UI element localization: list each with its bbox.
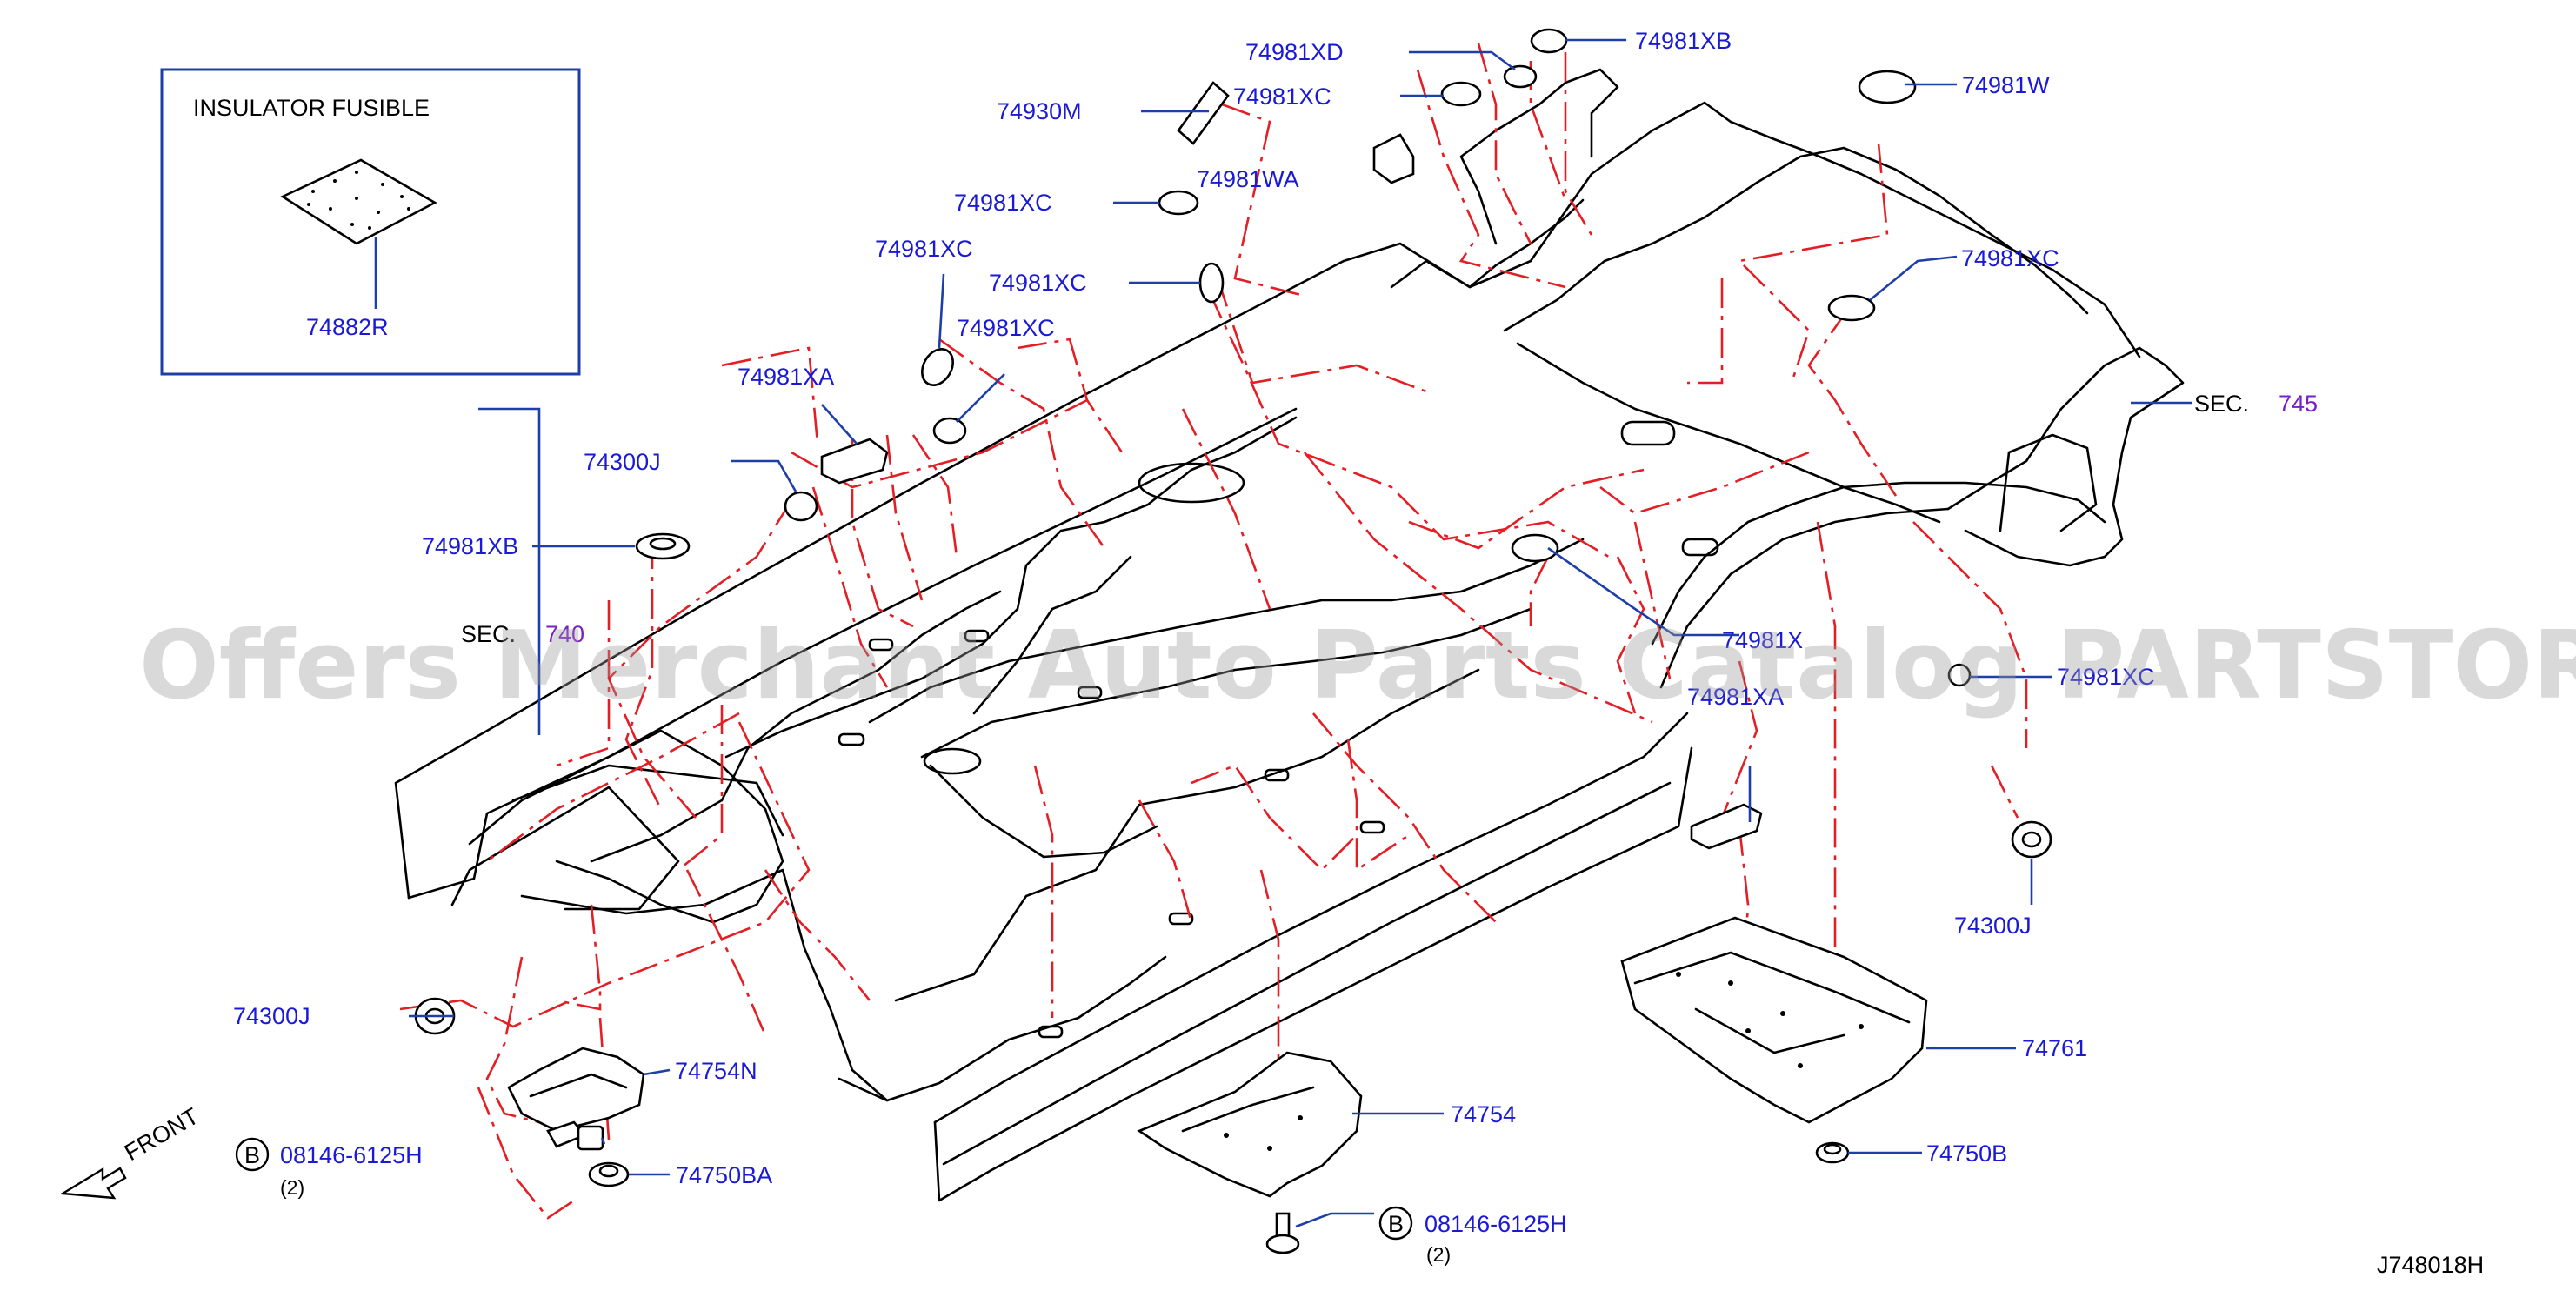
- label-74981XD: 74981XD: [1245, 39, 1344, 65]
- plug-74981XC-b: [1158, 190, 1199, 216]
- diagram-id: J748018H: [2377, 1252, 2484, 1278]
- bolt-bottom-icon: [1265, 1212, 1300, 1254]
- inset-title: INSULATOR FUSIBLE: [193, 95, 430, 121]
- insulator-texture: [307, 171, 410, 230]
- label-74981XC-a: 74981XC: [1233, 84, 1331, 110]
- nut-74750BA-icon: [588, 1161, 630, 1187]
- floor-panel-outline: [394, 68, 2185, 1202]
- bolt-bottom-b-badge: [1378, 1206, 1413, 1241]
- plug-74981XC-right: [1827, 294, 1876, 322]
- label-front: FRONT: [120, 1103, 204, 1166]
- label-74930M: 74930M: [997, 98, 1082, 124]
- label-74981XB-top: 74981XB: [1635, 28, 1732, 54]
- label-74300J-right: 74300J: [1954, 913, 2032, 939]
- label-74882R: 74882R: [306, 314, 389, 340]
- label-74981XA-mid: 74981XA: [1687, 684, 1784, 710]
- bolt-left-icon: [546, 1120, 604, 1151]
- label-bolt-left-qty: (2): [280, 1176, 304, 1199]
- label-74754: 74754: [1451, 1101, 1516, 1127]
- label-74750BA: 74750BA: [676, 1162, 772, 1188]
- insulator-pad-icon: [280, 158, 437, 245]
- label-sec-745: 745: [2279, 391, 2318, 417]
- label-74300J-lower: 74300J: [233, 1003, 310, 1029]
- label-74981XA-left: 74981XA: [737, 364, 834, 390]
- label-74981XC-d: 74981XC: [989, 270, 1087, 296]
- plug-74981W: [1858, 70, 1917, 104]
- plug-74981X-mid: [1511, 533, 1559, 563]
- plug-74981XC-a: [1440, 81, 1482, 107]
- label-bolt-left: 08146-6125H: [280, 1142, 423, 1168]
- undercover-74754: [1137, 1051, 1363, 1198]
- label-74981XC-e: 74981XC: [957, 315, 1055, 341]
- label-74981XC-right: 74981XC: [1961, 245, 2059, 271]
- plug-74981XD: [1503, 64, 1538, 89]
- phantom-lines: [399, 43, 2028, 1220]
- plug-74981XA-left: [820, 438, 889, 485]
- bolt-left-b-badge: [235, 1137, 270, 1172]
- leader-lines: [409, 38, 2192, 1228]
- label-74754N: 74754N: [675, 1058, 757, 1084]
- label-sec-740: 740: [545, 621, 584, 647]
- front-direction-arrow: FRONT: [59, 1103, 204, 1200]
- pad-74930M: [1177, 81, 1230, 145]
- plug-74981XB-top: [1530, 28, 1568, 54]
- label-sec-740-prefix: SEC.: [461, 621, 516, 647]
- label-74750B: 74750B: [1926, 1140, 2007, 1167]
- label-74981XC-mid: 74981XC: [2057, 664, 2155, 690]
- plug-74981XC-d: [921, 348, 954, 386]
- insulator-fusible-inset: INSULATOR FUSIBLE 74882R: [160, 68, 581, 376]
- front-arrow-icon: [59, 1167, 127, 1200]
- bracket-74754N: [507, 1047, 645, 1133]
- watermark: Offers Merchant Auto Parts Catalog PARTS…: [139, 612, 2576, 720]
- label-bolt-bottom: 08146-6125H: [1425, 1211, 1567, 1237]
- label-74981W: 74981W: [1962, 72, 2050, 98]
- plug-74981XC-e: [932, 417, 967, 445]
- grommet-74300J-left: [784, 491, 818, 522]
- label-74981XC-b: 74981XC: [954, 190, 1052, 216]
- plug-74981XC-mid: [1947, 663, 1972, 687]
- label-74981XB-left: 74981XB: [422, 533, 518, 559]
- bolt-left-b-symbol: B: [244, 1142, 260, 1168]
- bolt-bottom-b-symbol: B: [1388, 1211, 1404, 1237]
- undercover-74761: [1620, 916, 1928, 1124]
- plug-74981WA: [1372, 133, 1415, 184]
- label-74981X-mid: 74981X: [1722, 627, 1803, 653]
- plugs: [414, 28, 2052, 1035]
- plug-74981XC-c: [1198, 262, 1225, 304]
- plug-74981XA-mid: [1690, 803, 1763, 850]
- nut-74750B-icon: [1815, 1141, 1850, 1164]
- label-74981XC-c: 74981XC: [875, 236, 973, 262]
- label-bolt-bottom-qty: (2): [1426, 1243, 1451, 1266]
- label-74300J-left: 74300J: [584, 449, 661, 475]
- label-74761: 74761: [2022, 1035, 2087, 1061]
- label-sec-745-prefix: SEC.: [2194, 391, 2249, 417]
- label-74981WA: 74981WA: [1197, 166, 1299, 192]
